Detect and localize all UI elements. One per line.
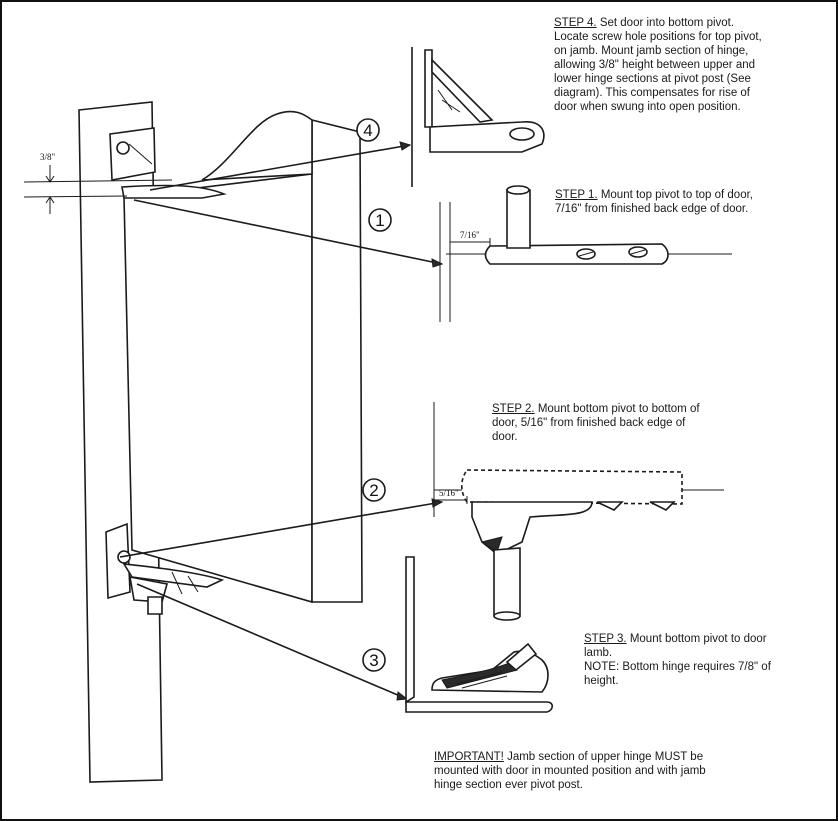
bottom-offset-label: 5/16" [439, 488, 459, 498]
step-1-detail: 7/16" [439, 185, 732, 322]
step-3-detail [405, 556, 554, 713]
svg-text:4: 4 [363, 121, 372, 140]
step-2-text: Mount bottom pivot to bottom of door, 5/… [492, 403, 700, 443]
door-panel [123, 110, 363, 604]
step-4-detail [411, 47, 545, 187]
step-4-text: Set door into bottom pivot. Locate screw… [554, 17, 762, 113]
step-4-marker: 4 [356, 118, 380, 142]
upper-jamb-hinge [109, 127, 227, 199]
step-1-callout: STEP 1. Mount top pivot to top of door, … [555, 188, 767, 216]
step-markers: 4 1 2 3 [356, 118, 392, 672]
step-3-marker: 3 [362, 648, 386, 672]
step-4-heading: STEP 4. [554, 17, 597, 29]
leader-lines [119, 141, 444, 701]
gap-dimension: 3/8" [23, 152, 173, 214]
step-1-heading: STEP 1. [555, 189, 598, 201]
svg-text:3: 3 [369, 651, 378, 670]
door-jamb-post [78, 101, 163, 783]
svg-text:2: 2 [369, 481, 378, 500]
step-2-heading: STEP 2. [492, 403, 535, 415]
step-2-callout: STEP 2. Mount bottom pivot to bottom of … [492, 402, 710, 444]
step-4-callout: STEP 4. Set door into bottom pivot. Loca… [554, 16, 766, 114]
important-heading: IMPORTANT! [434, 751, 504, 763]
step-1-text: Mount top pivot to top of door, 7/16" fr… [555, 189, 753, 215]
step-1-marker: 1 [368, 208, 392, 232]
step-3-heading: STEP 3. [584, 633, 627, 645]
top-offset-label: 7/16" [460, 230, 480, 240]
svg-text:1: 1 [375, 211, 384, 230]
step-2-marker: 2 [362, 478, 386, 502]
important-text: Jamb section of upper hinge MUST be moun… [434, 751, 706, 791]
lower-hinge-assembly [105, 522, 225, 615]
gap-dimension-label: 3/8" [40, 152, 56, 162]
step-2-detail: 5/16" [433, 402, 724, 621]
step-3-callout: STEP 3. Mount bottom pivot to door lamb.… [584, 632, 774, 688]
step-3-text: Mount bottom pivot to door lamb. NOTE: B… [584, 633, 771, 687]
important-callout: IMPORTANT! Jamb section of upper hinge M… [434, 750, 734, 792]
